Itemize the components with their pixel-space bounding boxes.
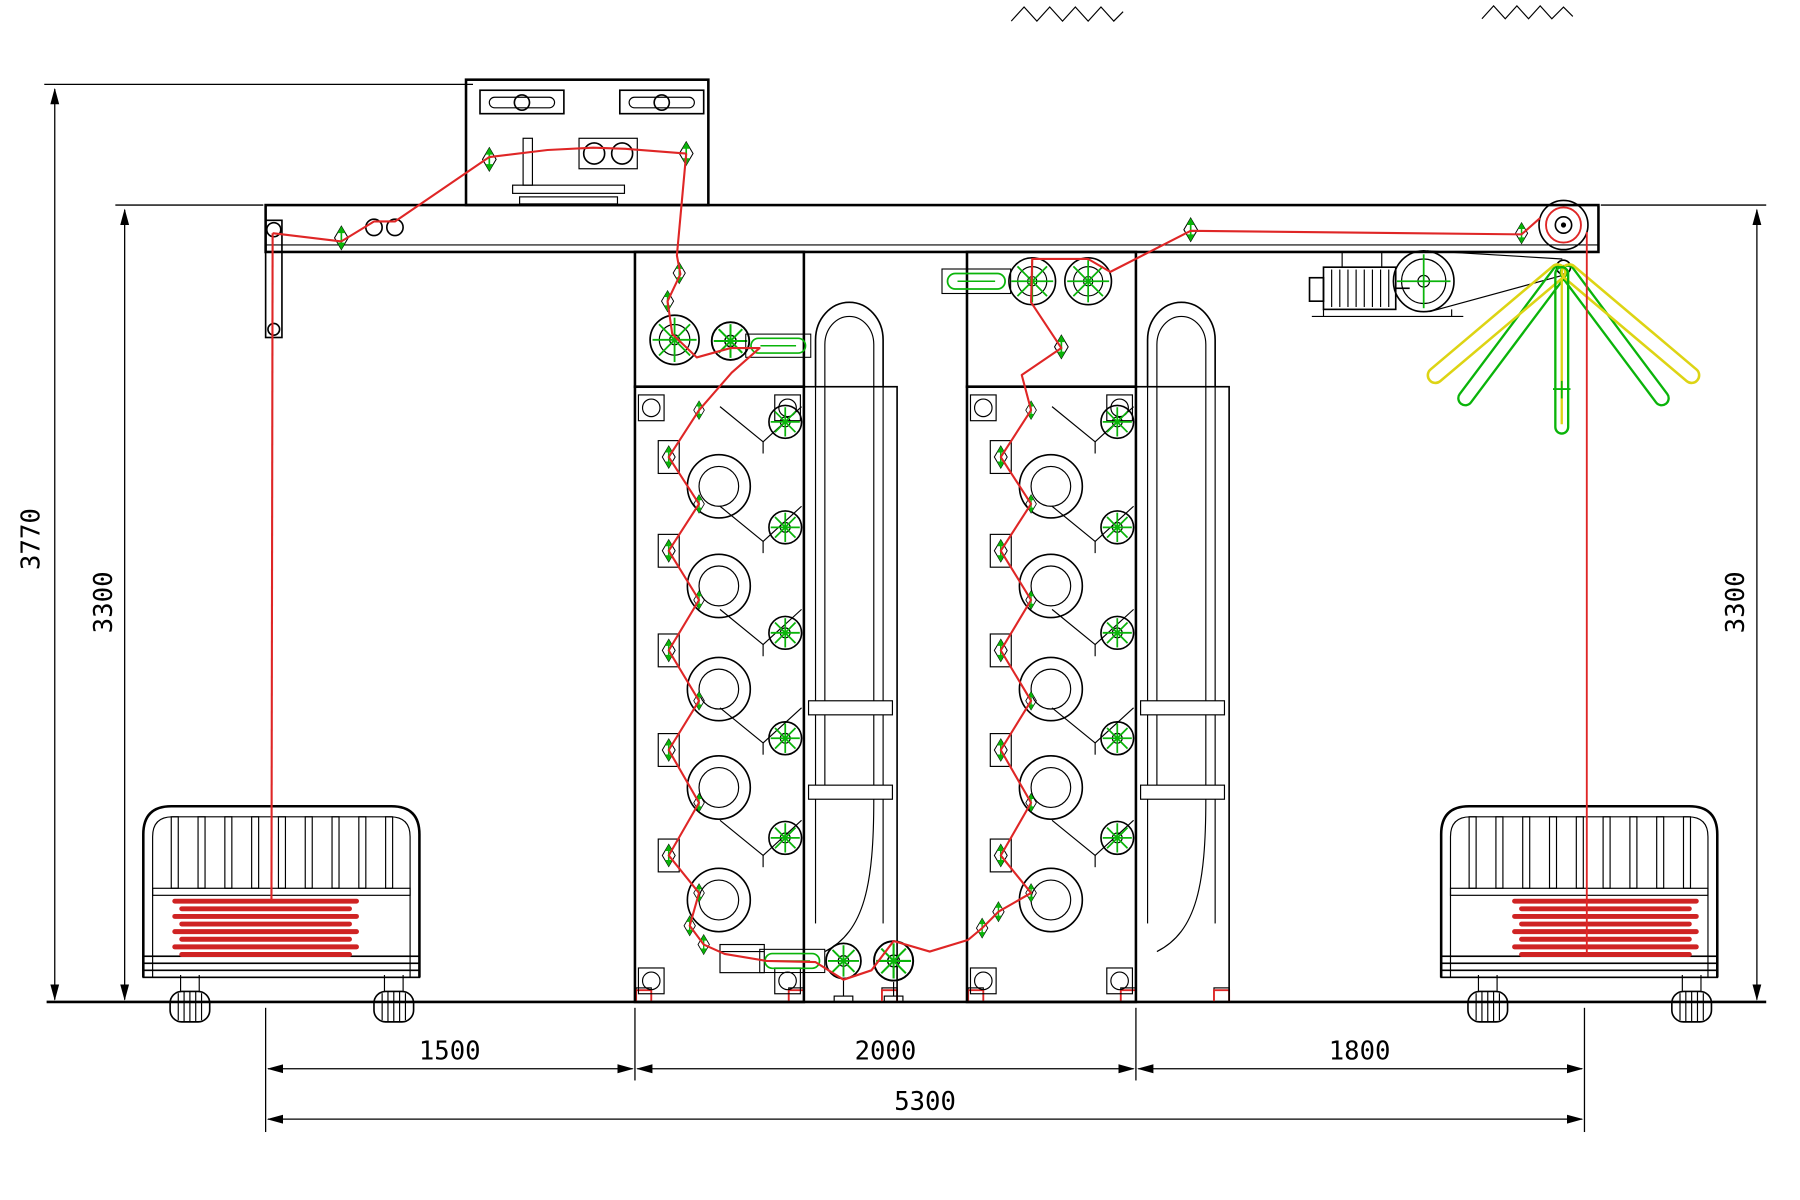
dim-label-span-total: 5300 xyxy=(894,1087,956,1117)
dim-label-right-height: 3300 xyxy=(1721,571,1751,633)
dim-label-span-center: 2000 xyxy=(855,1036,917,1066)
roller-icon xyxy=(872,940,915,982)
motor-drive xyxy=(1308,249,1572,317)
right-tower-main xyxy=(967,387,1136,1002)
left-cart xyxy=(143,806,419,1022)
takeup-drum-icon xyxy=(1538,199,1589,251)
right-tower-top-box xyxy=(941,250,1138,389)
break-marks xyxy=(1010,4,1574,22)
right-cart xyxy=(1441,806,1717,1022)
dimensions: 3770 3300 3300 1500 2000 1800 5300 xyxy=(17,83,1767,1133)
green-cylinder-bracket xyxy=(941,268,1012,295)
top-feed-unit xyxy=(464,78,710,207)
right-tower-compartment xyxy=(1135,301,1230,1003)
oscillating-arms xyxy=(1426,263,1701,435)
green-cylinder-bracket xyxy=(744,333,812,359)
right-tower xyxy=(941,250,1230,1003)
belt-line xyxy=(1429,274,1563,313)
dim-label-left-height: 3300 xyxy=(89,571,119,633)
left-tower-top-box xyxy=(633,250,812,389)
overhead-beam xyxy=(264,203,1600,254)
dim-label-total-height: 3770 xyxy=(17,508,47,570)
takeup-and-arms xyxy=(1426,199,1701,435)
left-tower-compartment xyxy=(803,301,898,1003)
dim-label-span-right: 1800 xyxy=(1329,1036,1391,1066)
ground-line xyxy=(46,987,1767,1004)
roller-icon xyxy=(710,321,751,361)
thread-guide-icon xyxy=(1183,217,1199,243)
roller-icon xyxy=(649,314,700,366)
right-cart-coil xyxy=(1512,898,1699,957)
base-anchor-marks xyxy=(635,989,1231,1002)
bottom-transfer-unit xyxy=(683,901,1005,1003)
left-tower-main xyxy=(635,387,804,1002)
left-post xyxy=(264,219,283,339)
thread-path xyxy=(270,146,1588,981)
pulley-icon xyxy=(1392,249,1455,313)
left-tower xyxy=(633,250,898,1003)
roller-icon xyxy=(1063,256,1113,306)
left-cart-coil xyxy=(172,898,359,957)
dim-label-span-left: 1500 xyxy=(419,1036,481,1066)
belt-line xyxy=(1427,250,1563,260)
